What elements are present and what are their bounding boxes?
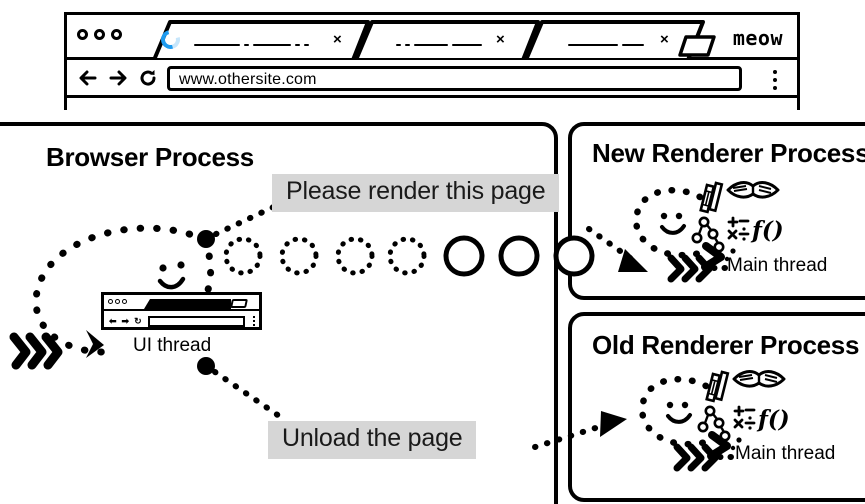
message-unload-the-page: Unload the page — [268, 421, 477, 459]
tab-close-icon[interactable]: × — [496, 31, 505, 48]
mini-nav-icons: ⬅ ➡ ↻ — [109, 316, 142, 326]
panel-title-old-renderer: Old Renderer Process — [592, 330, 860, 360]
window-dot-icon[interactable] — [77, 29, 88, 40]
message-please-render-this-page: Please render this page — [272, 174, 560, 212]
tab-close-icon[interactable]: × — [660, 31, 669, 48]
mini-url-bar — [148, 316, 245, 327]
mini-new-tab — [230, 299, 248, 308]
mini-browser-icon: ⬅ ➡ ↻ — [101, 292, 262, 330]
browser-tab-3[interactable]: × — [522, 20, 707, 60]
tab-title-placeholder — [396, 36, 486, 54]
forward-arrow-icon[interactable] — [109, 69, 127, 87]
panel-title-new-renderer: New Renderer Process — [592, 138, 865, 168]
mini-reload-icon: ↻ — [134, 316, 142, 326]
tab-shape — [152, 20, 370, 60]
tab-title-placeholder — [194, 36, 313, 54]
label-old-main-thread: Main thread — [735, 443, 836, 464]
mini-forward-icon: ➡ — [121, 316, 130, 326]
browser-toolbar: www.othersite.com — [67, 60, 797, 98]
window-dot-icon[interactable] — [94, 29, 105, 40]
url-text[interactable]: www.othersite.com — [179, 71, 317, 88]
tab-title-placeholder — [568, 36, 648, 54]
panel-title-browser-process: Browser Process — [46, 142, 254, 172]
kebab-menu-icon[interactable] — [773, 70, 777, 94]
mini-kebab-icon — [253, 316, 255, 328]
browser-tab-2[interactable]: × — [352, 20, 542, 60]
tab-shape — [354, 20, 540, 60]
browser-tabstrip: × × × — [67, 15, 797, 60]
reload-icon[interactable] — [139, 69, 157, 87]
browser-tab-1[interactable]: × — [150, 20, 372, 60]
mini-window-controls — [108, 299, 127, 304]
tab-close-icon[interactable]: × — [333, 31, 342, 48]
mini-browser-tabstrip — [104, 295, 259, 311]
mini-back-icon: ⬅ — [109, 316, 117, 326]
browser-brand-label: meow — [732, 26, 783, 50]
panel-old-renderer-process: Old Renderer Process — [568, 312, 865, 502]
browser-window: × × × — [64, 12, 800, 110]
window-controls[interactable] — [77, 29, 122, 40]
label-new-main-thread: Main thread — [727, 255, 828, 276]
label-ui-thread: UI thread — [133, 335, 212, 356]
tab-shape — [524, 20, 705, 60]
new-tab-button[interactable] — [670, 34, 718, 58]
mini-active-tab — [144, 299, 231, 309]
back-arrow-icon[interactable] — [79, 69, 97, 87]
url-bar[interactable]: www.othersite.com — [167, 66, 742, 91]
window-dot-icon[interactable] — [111, 29, 122, 40]
